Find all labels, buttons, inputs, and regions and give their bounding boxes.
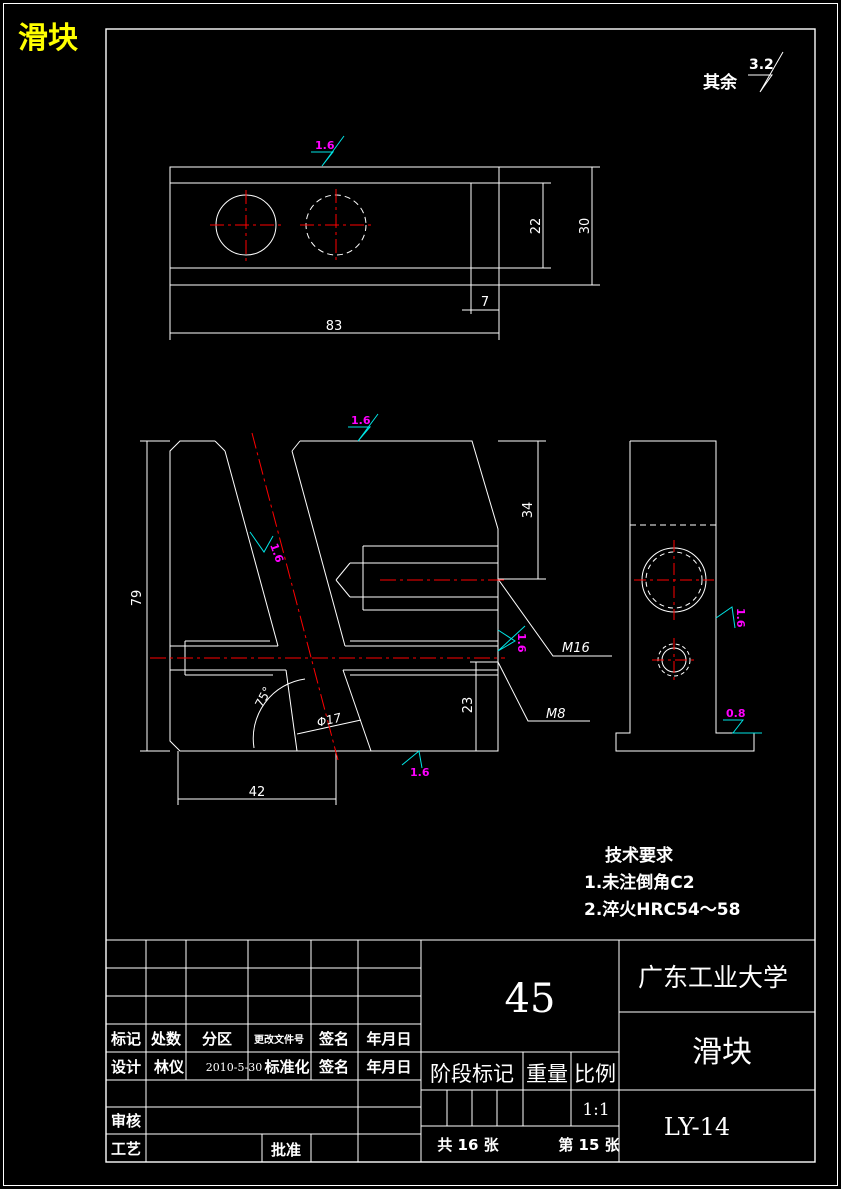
dim-front-top-offset: 34 xyxy=(521,502,536,519)
design-label: 设计 xyxy=(111,1058,141,1076)
roughness-front-bottom: 1.6 xyxy=(410,766,430,779)
header-cell: 分区 xyxy=(202,1030,232,1048)
process-label: 工艺 xyxy=(111,1140,141,1158)
dim-angle: 75° xyxy=(252,684,274,709)
roughness-side-right: 1.6 xyxy=(734,608,747,628)
default-roughness-symbol xyxy=(748,51,784,93)
header-cell: 年月日 xyxy=(366,1030,411,1048)
institution-name: 广东工业大学 xyxy=(638,963,788,992)
dim-hole-diameter: Φ17 xyxy=(315,710,343,729)
dim-front-bottom-offset: 23 xyxy=(461,697,476,714)
review-label: 审核 xyxy=(111,1112,141,1130)
roughness-slot: 1.6 xyxy=(267,542,286,565)
stage-mark-label: 阶段标记 xyxy=(430,1062,514,1086)
material: 45 xyxy=(505,976,556,1022)
header-cell: 标记 xyxy=(110,1030,141,1048)
header-cell: 处数 xyxy=(150,1030,182,1048)
dim-top-width: 83 xyxy=(326,319,343,334)
sheet-total: 共 16 张 xyxy=(437,1136,499,1154)
roughness-top-view: 1.6 xyxy=(315,139,335,152)
sheet-current: 第 15 张 xyxy=(558,1136,620,1154)
dim-front-length: 42 xyxy=(249,785,266,800)
default-roughness: 其余 3.2 xyxy=(703,51,784,93)
default-roughness-label: 其余 xyxy=(703,72,738,93)
roughness-symbols xyxy=(249,135,762,769)
part-name: 滑块 xyxy=(692,1035,752,1070)
dim-top-inner-height: 22 xyxy=(529,218,544,235)
roughness-side-base: 0.8 xyxy=(726,707,746,720)
thread-label-m8: M8 xyxy=(546,707,566,722)
design-date: 2010-5-30 xyxy=(206,1061,262,1074)
front-view xyxy=(140,440,612,805)
top-view xyxy=(169,166,600,340)
thread-label-m16: M16 xyxy=(562,641,590,656)
side-view xyxy=(615,440,755,752)
design-date-label: 年月日 xyxy=(366,1058,411,1076)
tech-requirement-item: 1.未注倒角C2 xyxy=(584,872,695,893)
dim-top-step: 7 xyxy=(481,295,489,310)
header-cell: 签名 xyxy=(318,1030,349,1048)
roughness-front-top: 1.6 xyxy=(351,414,371,427)
tech-requirements-title: 技术要求 xyxy=(605,845,673,866)
design-sign-label: 签名 xyxy=(318,1058,349,1076)
tech-requirement-item: 2.淬火HRC54～58 xyxy=(584,899,740,920)
dim-front-height: 79 xyxy=(130,590,145,607)
dim-top-outer-height: 30 xyxy=(578,218,593,235)
title-block xyxy=(105,939,816,1163)
roughness-front-right: 1.6 xyxy=(515,633,528,653)
approve-label: 批准 xyxy=(271,1141,301,1159)
scale-value: 1:1 xyxy=(582,1100,609,1120)
weight-label: 重量 xyxy=(526,1062,568,1086)
header-cell: 更改文件号 xyxy=(254,1033,304,1046)
drawing-title: 滑块 xyxy=(18,21,78,56)
scale-label: 比例 xyxy=(574,1062,616,1086)
designer-name: 林仪 xyxy=(154,1058,185,1076)
default-roughness-value: 3.2 xyxy=(749,57,774,73)
drawing-number: LY-14 xyxy=(664,1113,730,1141)
standardization-label: 标准化 xyxy=(263,1058,309,1076)
